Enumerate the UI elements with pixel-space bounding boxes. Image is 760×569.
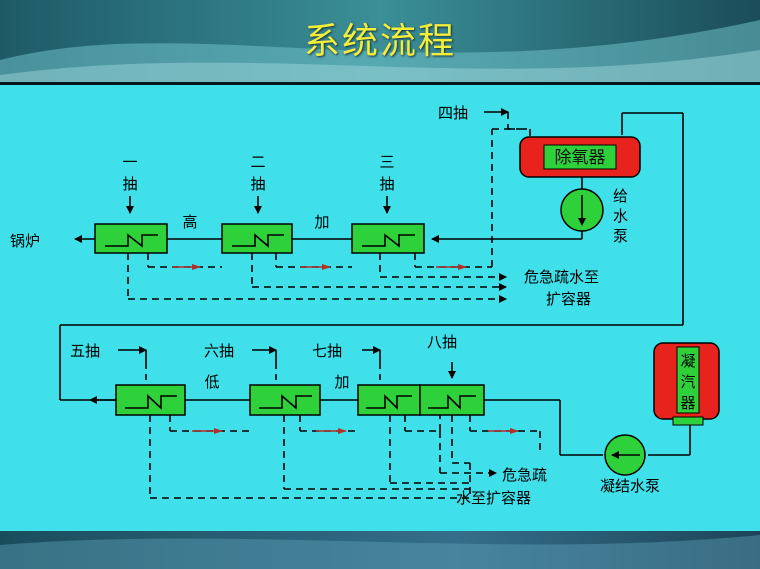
feed-pump-label-1: 给 [613, 187, 628, 205]
hp-extraction-arrows [126, 108, 509, 214]
extraction-4-label: 四抽 [438, 104, 468, 122]
extraction-2-label: 二 [250, 153, 265, 171]
lp-extraction-arrows [118, 346, 456, 379]
extraction-4-dashed [507, 112, 531, 137]
slide-title: 系统流程 [303, 21, 456, 62]
hp-group-label-left: 高 [182, 213, 197, 231]
extraction-1-label-2: 抽 [122, 175, 137, 193]
deaerator-vessel [519, 136, 641, 178]
extraction-6-label: 六抽 [204, 342, 234, 360]
condensate-pump-icon [604, 434, 646, 476]
extraction-2-label-2: 抽 [250, 175, 265, 193]
extraction-7-label: 七抽 [312, 342, 342, 360]
feed-pump-icon [560, 188, 604, 232]
extraction-3-label: 三 [379, 153, 394, 171]
condensate-pump-label: 凝结水泵 [600, 477, 660, 495]
lp-condensate-line [89, 396, 691, 456]
condenser-label-2: 汽 [680, 373, 695, 391]
hp-group-label-right: 加 [314, 213, 329, 231]
condenser-label-1: 凝 [680, 352, 695, 370]
condenser-vessel [653, 342, 720, 426]
hp-drain-lines [127, 128, 520, 303]
boiler-label: 锅炉 [10, 232, 40, 250]
lp-heater-6 [249, 384, 321, 416]
hp-heater-2 [221, 223, 293, 254]
hp-feedwater-line [74, 112, 683, 243]
feed-pump-label-3: 泵 [613, 227, 628, 245]
lp-heater-7 [357, 384, 421, 416]
lp-group-label-right: 加 [334, 373, 349, 391]
feed-pump-label-2: 水 [613, 207, 628, 225]
extraction-3-label-2: 抽 [379, 175, 394, 193]
hp-heater-3 [351, 223, 425, 254]
lp-group-label-left: 低 [204, 373, 219, 391]
hp-drain-note-1: 危急疏水至 [524, 268, 599, 286]
deaerator-label: 除氧器 [555, 148, 606, 168]
lp-drain-note-2: 水至扩容器 [456, 489, 531, 507]
lp-heater-8 [419, 384, 485, 416]
diagram-panel [0, 85, 760, 531]
thermal-system-flow-diagram: 除氧器 一 抽 二 抽 三 抽 四抽 高 加 锅炉 给 水 泵 危急疏水至 扩容… [0, 85, 760, 531]
extraction-1-label: 一 [122, 153, 137, 171]
lp-extraction-dashed [145, 363, 381, 385]
extraction-8-label: 八抽 [427, 333, 457, 351]
lp-drain-note-1: 危急疏 [502, 466, 547, 484]
condenser-label-3: 器 [680, 394, 695, 412]
hp-heater-1 [94, 223, 168, 254]
lp-heater-5 [115, 384, 186, 416]
extraction-5-label: 五抽 [70, 342, 100, 360]
hp-drain-note-2: 扩容器 [546, 290, 591, 308]
